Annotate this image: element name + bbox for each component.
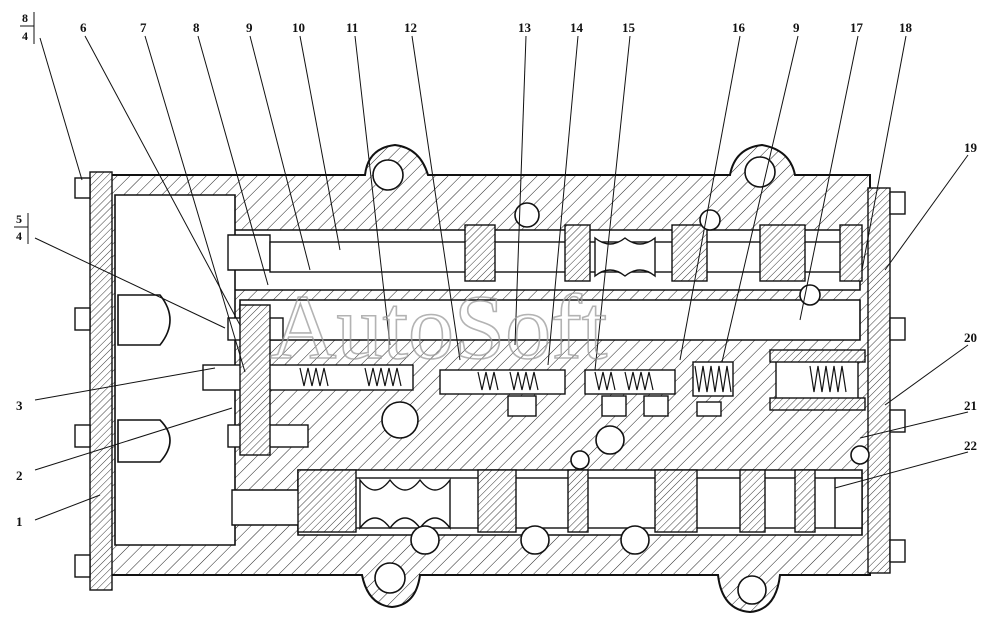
- callout-7: 7: [140, 20, 147, 35]
- callout-5: 5: [16, 212, 22, 226]
- upper-spool: [227, 224, 863, 282]
- callout-4-mid: 4: [16, 229, 22, 243]
- left-lobe-upper: [117, 294, 171, 346]
- callout-8: 8: [193, 20, 200, 35]
- callout-2: 2: [16, 468, 23, 483]
- callout-18: 18: [899, 20, 913, 35]
- callout-13: 13: [518, 20, 532, 35]
- callout-19: 19: [964, 140, 978, 155]
- leader-lines: [34, 35, 969, 521]
- lower-spool: [231, 469, 863, 533]
- callout-11: 11: [346, 20, 358, 35]
- callout-12: 12: [404, 20, 417, 35]
- callout-22: 22: [964, 438, 977, 453]
- right-bolts: [889, 191, 906, 563]
- callout-labels: 8 4 5 4 6 7 8 9 10 11 12 13 14 15 16 9 1…: [14, 11, 978, 529]
- callout-6: 6: [80, 20, 87, 35]
- callout-21: 21: [964, 398, 977, 413]
- callout-8-top: 8: [22, 11, 28, 25]
- ports: [372, 156, 870, 605]
- springs: [299, 365, 847, 393]
- callout-4-top: 4: [22, 29, 28, 43]
- right-end-cover: [867, 187, 891, 574]
- callout-9-right: 9: [793, 20, 800, 35]
- callout-1: 1: [16, 514, 23, 529]
- callout-9-left: 9: [246, 20, 253, 35]
- left-lobe-lower: [117, 419, 171, 463]
- left-end-cover: [89, 171, 113, 591]
- callout-16: 16: [732, 20, 746, 35]
- watermark-text: AutoSoft: [270, 276, 608, 378]
- callout-15: 15: [622, 20, 636, 35]
- callout-10: 10: [292, 20, 305, 35]
- left-bolts: [74, 177, 91, 578]
- callout-20: 20: [964, 330, 977, 345]
- callout-14: 14: [570, 20, 584, 35]
- callout-17: 17: [850, 20, 864, 35]
- callout-3: 3: [16, 398, 23, 413]
